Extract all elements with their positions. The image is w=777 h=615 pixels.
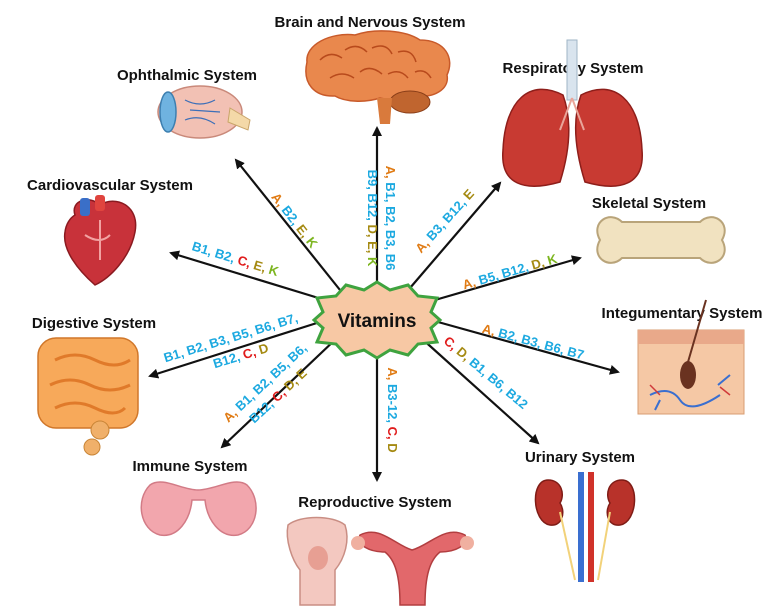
eye-icon (158, 86, 250, 138)
vitamin-token: B9, (365, 170, 380, 190)
vitamins-integumentary-line-1: A, B2, B3, B6, B7 (481, 321, 586, 363)
vitamin-token: A, (385, 367, 400, 380)
vitamin-token: B1, (383, 179, 398, 203)
center-badge: Vitamins (314, 282, 440, 358)
title-urinary: Urinary System (525, 449, 635, 466)
vitamins-ophthalmic-line-1: A, B2, E, K (268, 190, 321, 252)
arrow-urinary (420, 337, 538, 443)
kidney-icon (535, 472, 634, 582)
vitamin-token: D (385, 440, 400, 453)
title-skeletal: Skeletal System (592, 195, 706, 212)
vitamin-token: D, (365, 221, 380, 238)
thyroid-icon (141, 482, 256, 535)
vitamin-token: B3, (383, 226, 398, 250)
vitamin-token: B2, (383, 202, 398, 226)
title-immune: Immune System (132, 458, 247, 475)
intestine-icon (38, 338, 138, 455)
vitamin-token: B7, (272, 310, 299, 331)
vitamin-token: A, (383, 166, 398, 179)
vitamin-token: B3-12, (385, 380, 400, 423)
vitamins-brain-line-1: A, B1, B2, B3, B6 (383, 166, 398, 271)
vitamin-token: E, (365, 238, 380, 254)
title-ophthalmic: Ophthalmic System (117, 67, 257, 84)
vitamin-token: B6 (383, 250, 398, 270)
vitamin-token: C, (385, 423, 400, 440)
heart-icon (65, 195, 136, 285)
title-brain: Brain and Nervous System (275, 14, 466, 31)
title-digestive: Digestive System (32, 315, 156, 332)
vitamin-token: K (542, 251, 559, 269)
brain-icon (306, 31, 450, 124)
vitamin-token: B12, (496, 259, 530, 282)
vitamins-brain-line-2: B9, B12, D, E, K (365, 170, 380, 267)
vitamin-token: B7 (562, 343, 585, 363)
vitamin-token: B12, (365, 190, 380, 221)
vitamins-reproductive-line-1: A, B3-12, C, D (385, 367, 400, 452)
vitamin-token: B12, (211, 349, 242, 371)
vitamins-skeletal-line-1: A, B5, B12, D, K (461, 251, 559, 292)
title-integumentary: Integumentary System (602, 305, 763, 322)
bone-icon (597, 217, 724, 263)
vitamin-token: K (365, 253, 380, 267)
vitamin-token: K (264, 261, 281, 279)
center-label: Vitamins (338, 311, 417, 332)
reproductive-icon (287, 518, 474, 606)
title-reproductive: Reproductive System (298, 494, 451, 511)
title-cardio: Cardiovascular System (27, 177, 193, 194)
